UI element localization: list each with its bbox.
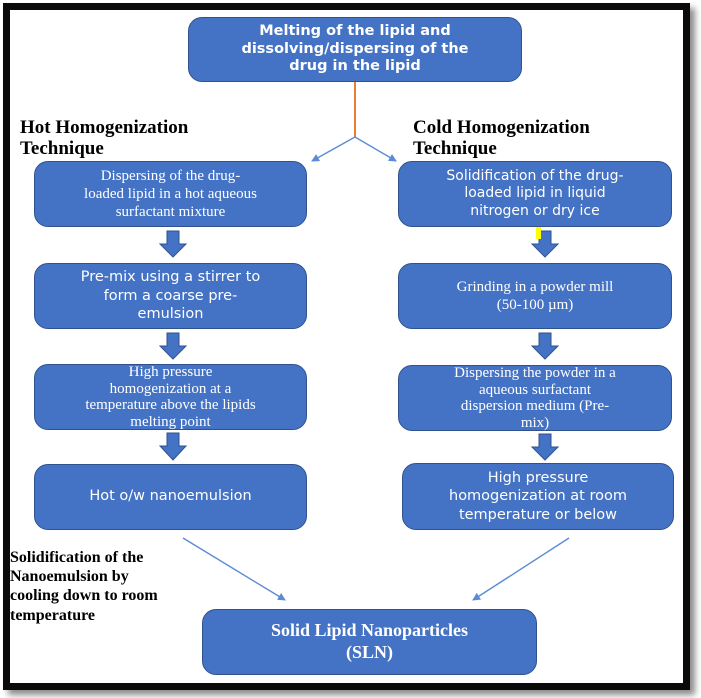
hot-step-4-text: Hot o/w nanoemulsion (89, 488, 252, 505)
hot-step-2-box: Pre-mix using a stirrer to form a coarse… (34, 263, 307, 329)
cold-step-3-box: Dispersing the powder in a aqueous surfa… (398, 365, 672, 431)
cold-step-4-box: High pressure homogenization at room tem… (402, 463, 674, 530)
hot-step-4-box: Hot o/w nanoemulsion (34, 464, 307, 530)
cold-step-1-box: Solidification of the drug- loaded lipid… (398, 161, 672, 227)
cold-step-2-text: Grinding in a powder mill (50-100 µm) (456, 278, 614, 313)
start-step-text: Melting of the lipid and dissolving/disp… (241, 22, 469, 75)
cold-step-3-text: Dispersing the powder in a aqueous surfa… (454, 365, 616, 431)
hot-step-3-text: High pressure homogenization at a temper… (85, 364, 256, 430)
cold-step-1-text: Solidification of the drug- loaded lipid… (446, 168, 624, 219)
hot-step-1-box: Dispersing of the drug- loaded lipid in … (34, 161, 307, 227)
hot-technique-heading: Hot Homogenization Technique (20, 117, 189, 159)
end-step-text: Solid Lipid Nanoparticles (SLN) (270, 620, 469, 662)
cold-step-2-box: Grinding in a powder mill (50-100 µm) (398, 263, 672, 329)
cold-step-4-text: High pressure homogenization at room tem… (449, 470, 627, 523)
cold-technique-heading: Cold Homogenization Technique (413, 117, 590, 159)
end-step-box: Solid Lipid Nanoparticles (SLN) (202, 609, 537, 675)
diagram-frame (3, 3, 690, 690)
hot-step-2-text: Pre-mix using a stirrer to form a coarse… (80, 268, 261, 323)
hot-cooling-note: Solidification of the Nanoemulsion by co… (10, 549, 158, 624)
start-step-box: Melting of the lipid and dissolving/disp… (188, 17, 522, 82)
hot-step-1-text: Dispersing of the drug- loaded lipid in … (84, 167, 257, 221)
hot-step-3-box: High pressure homogenization at a temper… (34, 364, 307, 430)
